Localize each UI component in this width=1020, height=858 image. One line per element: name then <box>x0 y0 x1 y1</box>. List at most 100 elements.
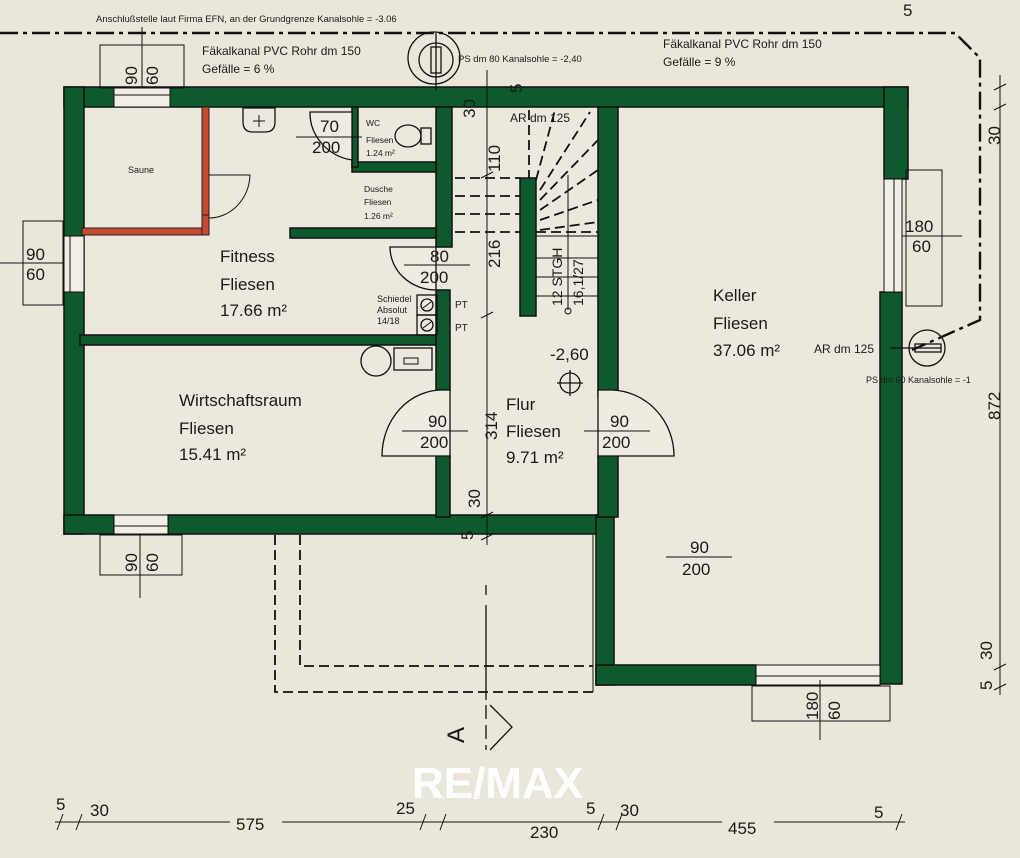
door-wirtschaft-height: 200 <box>420 433 448 452</box>
window-bottom-right-width: 180 <box>803 692 822 720</box>
window-bottom-right: 180 60 <box>751 664 891 740</box>
boundary-dim-top: 5 <box>903 1 912 20</box>
door-keller-south-width: 90 <box>690 538 709 557</box>
sauna-walls <box>81 106 210 236</box>
ar-top-label: AR dm 125 <box>510 111 570 125</box>
door-wirtschaftsraum: 90 200 <box>381 389 468 457</box>
door-fitness-height: 200 <box>420 268 448 287</box>
dim-bottom-25: 25 <box>396 799 415 818</box>
room-flur-name: Flur <box>506 395 536 414</box>
ar-right-label: AR dm 125 <box>814 342 874 356</box>
window-left-width: 90 <box>26 245 45 264</box>
room-fitness: Fitness Fliesen 17.66 m² <box>220 247 287 320</box>
door-keller-south-height: 200 <box>682 560 710 579</box>
dim-bottom-5a: 5 <box>56 795 65 814</box>
room-wc-floor: Fliesen <box>366 135 394 145</box>
drain-left-line2: Gefälle = 6 % <box>202 62 275 76</box>
window-left: 90 60 <box>0 220 85 306</box>
room-keller-name: Keller <box>713 286 757 305</box>
washbasin-utility-icon <box>360 345 433 377</box>
room-keller: Keller Fliesen 37.06 m² <box>713 286 780 360</box>
chimney-size: 14/18 <box>377 316 400 326</box>
dim-interior-314: 314 <box>482 412 501 440</box>
chimney-icon <box>416 294 438 336</box>
room-dusche-name: Dusche <box>364 184 393 194</box>
dim-interior-216: 216 <box>485 240 504 268</box>
ps-top-label: PS dm 80 Kanalsohle = -2,40 <box>458 54 582 65</box>
room-keller-area: 37.06 m² <box>713 341 780 360</box>
window-top-left-width: 90 <box>122 66 141 85</box>
level-marker-icon <box>557 370 583 396</box>
window-bottom-left-height: 60 <box>143 553 162 572</box>
window-top-left: 90 60 <box>99 27 185 108</box>
room-wirtschaft-area: 15.41 m² <box>179 445 246 464</box>
door-wc-width: 70 <box>320 117 339 136</box>
terrace-outline <box>274 535 594 693</box>
door-fitness-width: 80 <box>430 247 449 266</box>
drain-right-line2: Gefälle = 9 % <box>663 55 736 69</box>
dim-interior-5-bottom: 5 <box>458 531 477 540</box>
dim-right-5-bottom: 5 <box>977 681 996 690</box>
window-right-height: 60 <box>912 237 931 256</box>
sink-icon <box>242 107 276 133</box>
window-bottom-left: 90 60 <box>99 514 183 598</box>
room-wirtschaftsraum: Wirtschaftsraum Fliesen 15.41 m² <box>179 391 302 464</box>
door-keller-height: 200 <box>602 433 630 452</box>
room-dusche: Dusche Fliesen 1.26 m² <box>364 184 393 221</box>
right-dimension-line <box>993 75 1007 695</box>
room-flur-floor: Fliesen <box>506 422 561 441</box>
room-fitness-floor: Fliesen <box>220 275 275 294</box>
window-bottom-left-width: 90 <box>122 553 141 572</box>
remax-watermark: RE/MAX <box>412 759 583 808</box>
door-fitness: 80 200 <box>389 246 470 291</box>
chimney-model: Absolut <box>377 305 408 315</box>
room-flur-area: 9.71 m² <box>506 448 564 467</box>
room-sauna: Saune <box>128 165 154 175</box>
room-wc-area: 1.24 m² <box>366 148 395 158</box>
section-label: A <box>443 727 470 743</box>
door-keller-width: 90 <box>610 412 629 431</box>
pump-shaft-right-icon <box>890 329 946 367</box>
stairs-ratio: 16,1/27 <box>570 259 586 306</box>
pump-shaft-top-icon <box>407 31 461 90</box>
dim-bottom-30a: 30 <box>90 801 109 820</box>
dim-bottom-5c: 5 <box>874 803 883 822</box>
chimney-brand: Schiedel <box>377 294 412 304</box>
window-top-left-height: 60 <box>143 66 162 85</box>
room-keller-floor: Fliesen <box>713 314 768 333</box>
bottom-dimension-line <box>55 813 905 831</box>
drain-left-line1: Fäkalkanal PVC Rohr dm 150 <box>202 44 361 58</box>
door-keller-south: 90 200 <box>666 538 732 579</box>
drain-right-line1: Fäkalkanal PVC Rohr dm 150 <box>663 37 822 51</box>
room-wirtschaft-name: Wirtschaftsraum <box>179 391 302 410</box>
dim-bottom-230: 230 <box>530 823 558 842</box>
door-keller: 90 200 <box>584 389 675 457</box>
dim-right-30-bottom: 30 <box>977 641 996 660</box>
window-right: 180 60 <box>883 169 962 307</box>
ps-right-label: PS dm 60 Kanalsohle = -1 <box>866 375 971 385</box>
dim-right-30-top: 30 <box>985 126 1004 145</box>
room-wc: WC Fliesen 1.24 m² <box>366 118 395 158</box>
room-flur: Flur Fliesen 9.71 m² <box>506 395 564 467</box>
door-wc: 70 200 <box>296 111 362 161</box>
dim-bottom-5b: 5 <box>586 799 595 818</box>
room-dusche-floor: Fliesen <box>364 197 392 207</box>
dim-interior-30-bottom: 30 <box>465 489 484 508</box>
room-fitness-area: 17.66 m² <box>220 301 287 320</box>
room-sauna-name: Saune <box>128 165 154 175</box>
connection-note: Anschlußstelle laut Firma EFN, an der Gr… <box>96 14 397 25</box>
toilet-icon <box>394 124 432 148</box>
room-wirtschaft-floor: Fliesen <box>179 419 234 438</box>
level-label: -2,60 <box>550 345 589 364</box>
door-wc-height: 200 <box>312 138 340 157</box>
interior-walls <box>79 106 619 518</box>
room-wc-name: WC <box>366 118 380 128</box>
dim-interior-30-top: 30 <box>460 99 479 118</box>
dim-interior-110: 110 <box>485 145 504 172</box>
dim-right-total: 872 <box>985 392 1004 420</box>
window-right-width: 180 <box>905 217 933 236</box>
chimney-pt-1: PT <box>455 300 468 311</box>
dim-interior-5-top: 5 <box>507 84 526 93</box>
section-marker-a <box>485 585 513 751</box>
